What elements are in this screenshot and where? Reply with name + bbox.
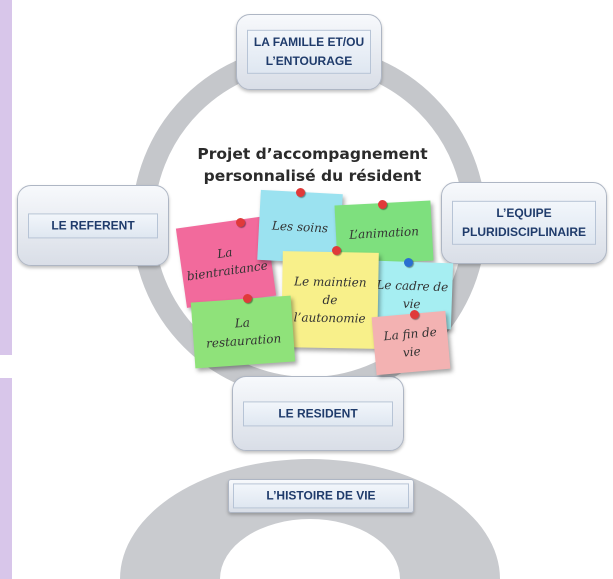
pin-icon xyxy=(410,310,419,319)
note-maintien-text: Le maintien de l’autonomie xyxy=(293,274,367,326)
pin-icon xyxy=(332,246,341,255)
note-fin: La fin de vie xyxy=(371,310,451,376)
note-restauration: La restauration xyxy=(190,295,296,369)
node-referent-label: LE REFERENT xyxy=(28,212,158,239)
base-arch xyxy=(120,459,500,579)
node-equipe-label: L’EQUIPE PLURIDISCIPLINAIRE xyxy=(452,200,596,246)
pin-icon xyxy=(378,200,387,209)
pin-icon xyxy=(236,218,245,227)
node-famille-label: LA FAMILLE ET/OU L’ENTOURAGE xyxy=(247,29,371,75)
left-edge-strip-bottom xyxy=(0,378,12,579)
node-referent: LE REFERENT xyxy=(17,185,169,266)
node-famille: LA FAMILLE ET/OU L’ENTOURAGE xyxy=(236,14,382,90)
pin-icon xyxy=(296,188,305,197)
pin-icon xyxy=(404,258,413,267)
node-resident: LE RESIDENT xyxy=(232,376,404,451)
note-maintien: Le maintien de l’autonomie xyxy=(281,251,379,349)
note-soins-text: Les soins xyxy=(271,218,329,236)
note-fin-text: La fin de vie xyxy=(383,324,438,360)
pin-icon xyxy=(243,294,252,303)
note-restauration-text: La restauration xyxy=(205,315,282,351)
node-histoire-label: L’HISTOIRE DE VIE xyxy=(233,483,409,509)
diagram-title: Projet d’accompagnement personnalisé du … xyxy=(197,145,428,186)
left-edge-strip-top xyxy=(0,0,12,355)
note-bientraitance-text: La bientraitance xyxy=(185,245,269,284)
note-cadre-text: Le cadre de vie xyxy=(376,277,449,312)
node-histoire: L’HISTOIRE DE VIE xyxy=(228,479,414,513)
note-animation-text: L’animation xyxy=(348,224,420,242)
node-resident-label: LE RESIDENT xyxy=(243,400,393,427)
node-equipe: L’EQUIPE PLURIDISCIPLINAIRE xyxy=(441,182,607,264)
